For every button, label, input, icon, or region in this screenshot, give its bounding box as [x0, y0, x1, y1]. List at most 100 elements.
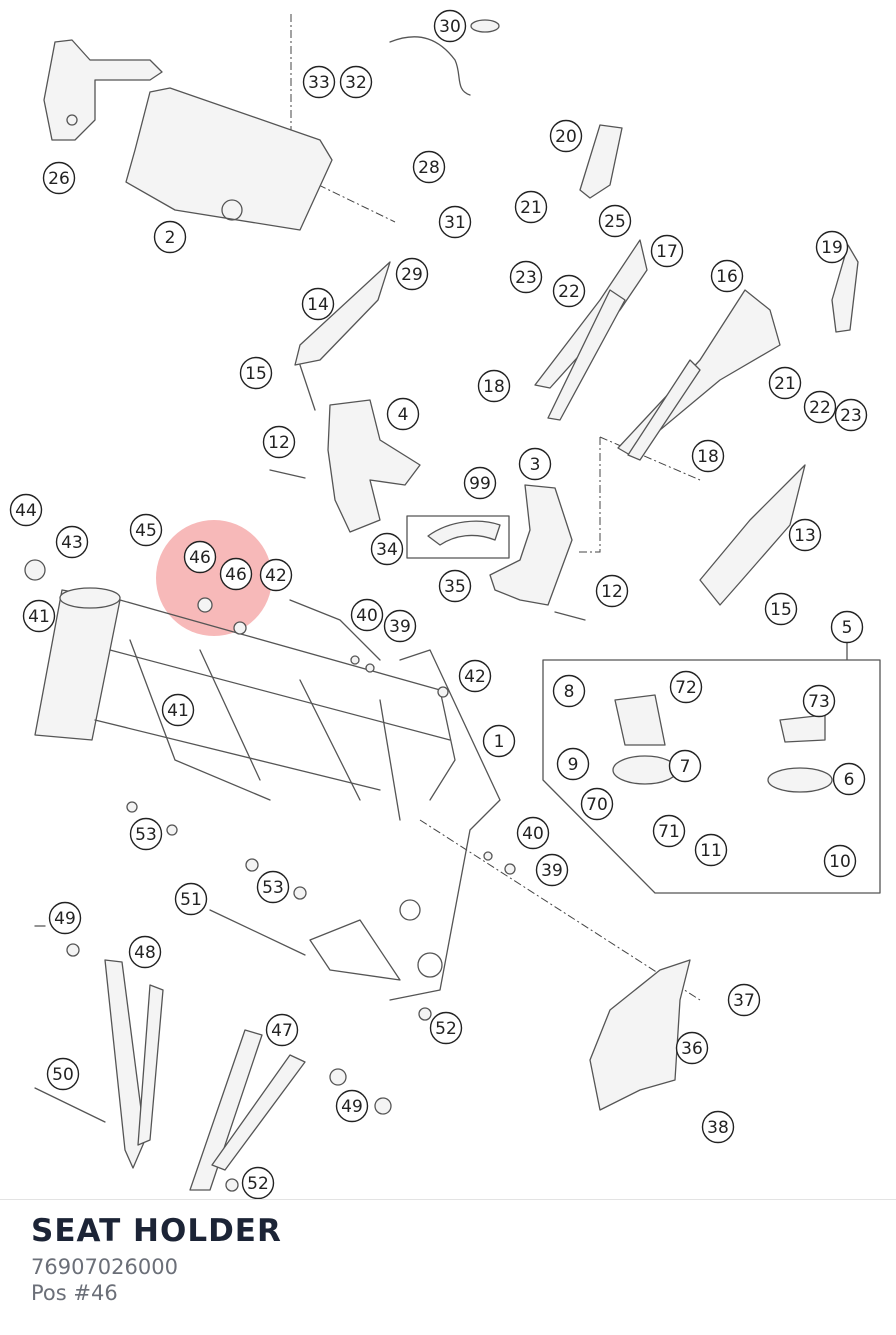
callout-number: 28 [418, 158, 440, 178]
callout-15: 15 [764, 592, 798, 626]
callout-number: 36 [681, 1039, 703, 1059]
callout-18: 18 [691, 439, 725, 473]
callout-number: 70 [586, 795, 608, 815]
heel-guard-part [294, 261, 391, 411]
callout-number: 46 [189, 548, 211, 568]
callout-14: 14 [301, 287, 335, 321]
callout-18: 18 [477, 369, 511, 403]
callout-38: 38 [701, 1110, 735, 1144]
callout-labels: 1234567891011121213141515161718181920212… [9, 9, 868, 1200]
heel-guard-rear-part [699, 464, 806, 606]
callout-3: 3 [518, 447, 552, 481]
callout-32: 32 [339, 65, 373, 99]
callout-number: 8 [564, 682, 575, 702]
callout-number: 34 [376, 540, 398, 560]
part-title: SEAT HOLDER [31, 1213, 282, 1249]
callout-number: 16 [716, 267, 738, 287]
callout-number: 20 [555, 127, 577, 147]
callout-number: 47 [271, 1021, 293, 1041]
callout-9: 9 [556, 747, 590, 781]
callout-number: 42 [265, 566, 287, 586]
callout-number: 38 [707, 1118, 729, 1138]
footrest-bracket-part [327, 399, 421, 533]
callout-23: 23 [509, 260, 543, 294]
callout-number: 11 [700, 841, 722, 861]
callout-number: 1 [494, 732, 505, 752]
callout-number: 43 [61, 533, 83, 553]
callout-11: 11 [694, 833, 728, 867]
callout-number: 3 [530, 455, 541, 475]
callout-number: 31 [444, 213, 466, 233]
callout-41: 41 [161, 693, 195, 727]
callout-17: 17 [650, 234, 684, 268]
callout-43: 43 [55, 525, 89, 559]
callout-number: 30 [439, 17, 461, 37]
callout-40: 40 [350, 598, 384, 632]
callout-number: 25 [604, 212, 626, 232]
callout-42: 42 [259, 558, 293, 592]
callout-49: 49 [48, 901, 82, 935]
callout-26: 26 [42, 161, 76, 195]
callout-number: 22 [558, 282, 580, 302]
callout-number: 39 [541, 861, 563, 881]
callout-number: 50 [52, 1065, 74, 1085]
callout-number: 46 [225, 565, 247, 585]
callout-number: 17 [656, 242, 678, 262]
sprocket-cover-part [589, 959, 691, 1111]
side-cover-part [125, 87, 333, 231]
callout-44: 44 [9, 493, 43, 527]
callout-46: 46 [183, 540, 217, 574]
callout-12: 12 [595, 574, 629, 608]
callout-number: 13 [794, 526, 816, 546]
callout-21: 21 [514, 190, 548, 224]
callout-99: 99 [463, 466, 497, 500]
callout-13: 13 [788, 518, 822, 552]
callout-number: 21 [774, 374, 796, 394]
callout-number: 49 [54, 909, 76, 929]
callout-6: 6 [832, 762, 866, 796]
fastener-parts [24, 469, 586, 1192]
callout-number: 40 [522, 824, 544, 844]
callout-number: 21 [520, 198, 542, 218]
callout-2: 2 [153, 220, 187, 254]
callout-10: 10 [823, 844, 857, 878]
callout-number: 99 [469, 474, 491, 494]
callout-37: 37 [727, 983, 761, 1017]
callout-number: 12 [601, 582, 623, 602]
callout-number: 19 [821, 238, 843, 258]
callout-number: 45 [135, 521, 157, 541]
callout-29: 29 [395, 257, 429, 291]
callout-number: 5 [842, 618, 853, 638]
callout-39: 39 [383, 609, 417, 643]
callout-number: 23 [515, 268, 537, 288]
callout-47: 47 [265, 1013, 299, 1047]
divider [0, 1199, 896, 1200]
callout-4: 4 [386, 397, 420, 431]
callout-number: 14 [307, 295, 329, 315]
footrest-arm-parts [534, 239, 781, 461]
callout-number: 37 [733, 991, 755, 1011]
callout-52: 52 [429, 1011, 463, 1045]
callout-71: 71 [652, 814, 686, 848]
callout-number: 41 [167, 701, 189, 721]
callout-number: 18 [697, 447, 719, 467]
callout-42: 42 [458, 659, 492, 693]
callout-5: 5 [830, 610, 864, 644]
hose-part [389, 19, 500, 96]
subframe-strut-parts [104, 959, 306, 1191]
callout-46: 46 [219, 557, 253, 591]
callout-number: 29 [401, 265, 423, 285]
callout-number: 18 [483, 377, 505, 397]
callout-number: 12 [268, 433, 290, 453]
callout-number: 42 [464, 667, 486, 687]
callout-number: 44 [15, 501, 37, 521]
callout-number: 23 [840, 406, 862, 426]
callout-70: 70 [580, 787, 614, 821]
callout-number: 41 [28, 607, 50, 627]
callout-number: 4 [398, 405, 409, 425]
highlight-marker [156, 520, 272, 636]
callout-number: 32 [345, 73, 367, 93]
callout-number: 71 [658, 822, 680, 842]
callout-7: 7 [668, 749, 702, 783]
callout-49: 49 [335, 1089, 369, 1123]
